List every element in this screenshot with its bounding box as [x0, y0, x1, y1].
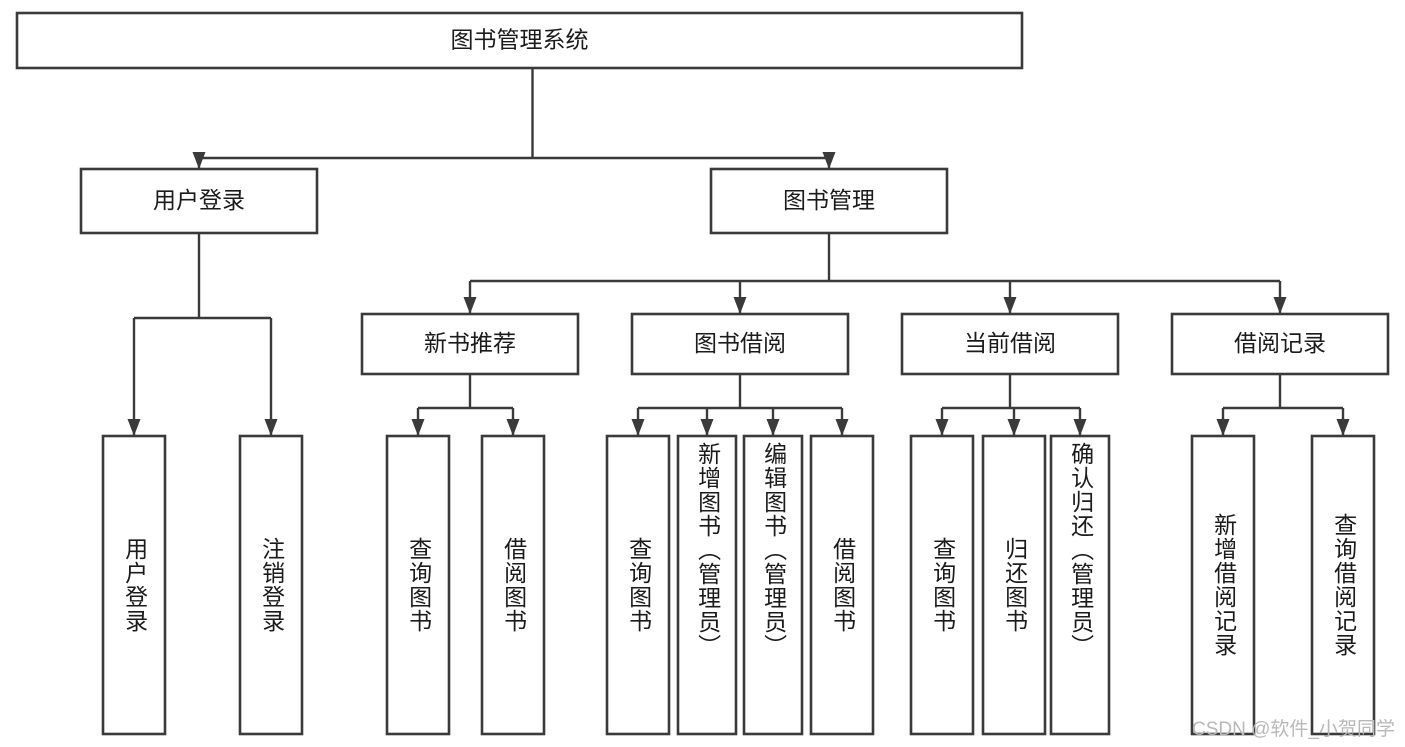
arrow-head-n_current — [1003, 297, 1017, 314]
arrow-head-n_borrow — [733, 297, 747, 314]
node-label-root: 图书管理系统 — [451, 27, 589, 53]
node-box-l_cur_confirm[interactable] — [1049, 434, 1111, 736]
arrow-head-l_logout — [264, 419, 278, 436]
node-box-l_cur_return[interactable] — [981, 434, 1047, 736]
node-box-l_rec_add[interactable] — [1190, 434, 1256, 736]
arrow-head-l_rec_borrow — [506, 419, 520, 436]
node-box-l_bo_borrow[interactable] — [809, 434, 875, 736]
arrow-head-l_user_login — [127, 419, 141, 436]
node-box-l_bo_edit[interactable] — [742, 434, 804, 736]
node-box-l_rec_borrow[interactable] — [480, 434, 546, 736]
node-box-root[interactable] — [15, 11, 1024, 70]
node-label-n_borrow: 图书借阅 — [694, 330, 786, 356]
node-box-l_logout[interactable] — [238, 434, 304, 736]
arrow-head-l_rec_query — [411, 419, 425, 436]
node-box-n_borrow[interactable] — [630, 312, 850, 376]
node-box-l_rec_query[interactable] — [385, 434, 451, 736]
node-label-n_current: 当前借阅 — [964, 330, 1056, 356]
node-box-n_current[interactable] — [900, 312, 1120, 376]
node-box-n_records[interactable] — [1170, 312, 1390, 376]
arrow-head-n_book_mgmt — [822, 152, 836, 169]
arrow-head-n_new_rec — [463, 297, 477, 314]
connector-layer — [127, 68, 1350, 436]
arrow-head-l_rec_search — [1336, 419, 1350, 436]
arrow-head-n_records — [1273, 297, 1287, 314]
node-box-l_bo_query[interactable] — [605, 434, 671, 736]
node-box-n_book_mgmt[interactable] — [709, 167, 949, 235]
node-box-l_rec_search[interactable] — [1310, 434, 1376, 736]
arrow-head-l_bo_add — [700, 419, 714, 436]
arrow-head-l_bo_query — [631, 419, 645, 436]
node-box-l_user_login[interactable] — [101, 434, 167, 736]
node-box-n_user_login[interactable] — [79, 167, 319, 235]
arrow-head-l_cur_confirm — [1073, 419, 1087, 436]
node-label-n_book_mgmt: 图书管理 — [783, 187, 875, 213]
node-box-layer — [15, 11, 1390, 736]
arrow-head-l_rec_add — [1216, 419, 1230, 436]
arrow-head-l_bo_borrow — [835, 419, 849, 436]
node-label-n_records: 借阅记录 — [1234, 330, 1326, 356]
arrow-head-n_user_login — [192, 152, 206, 169]
arrow-head-l_bo_edit — [766, 419, 780, 436]
arrow-head-l_cur_return — [1007, 419, 1021, 436]
node-label-n_user_login: 用户登录 — [153, 187, 245, 213]
node-box-l_bo_add[interactable] — [676, 434, 738, 736]
node-label-n_new_rec: 新书推荐 — [424, 330, 516, 356]
node-box-n_new_rec[interactable] — [360, 312, 580, 376]
arrow-head-l_cur_query — [935, 419, 949, 436]
node-box-l_cur_query[interactable] — [909, 434, 975, 736]
